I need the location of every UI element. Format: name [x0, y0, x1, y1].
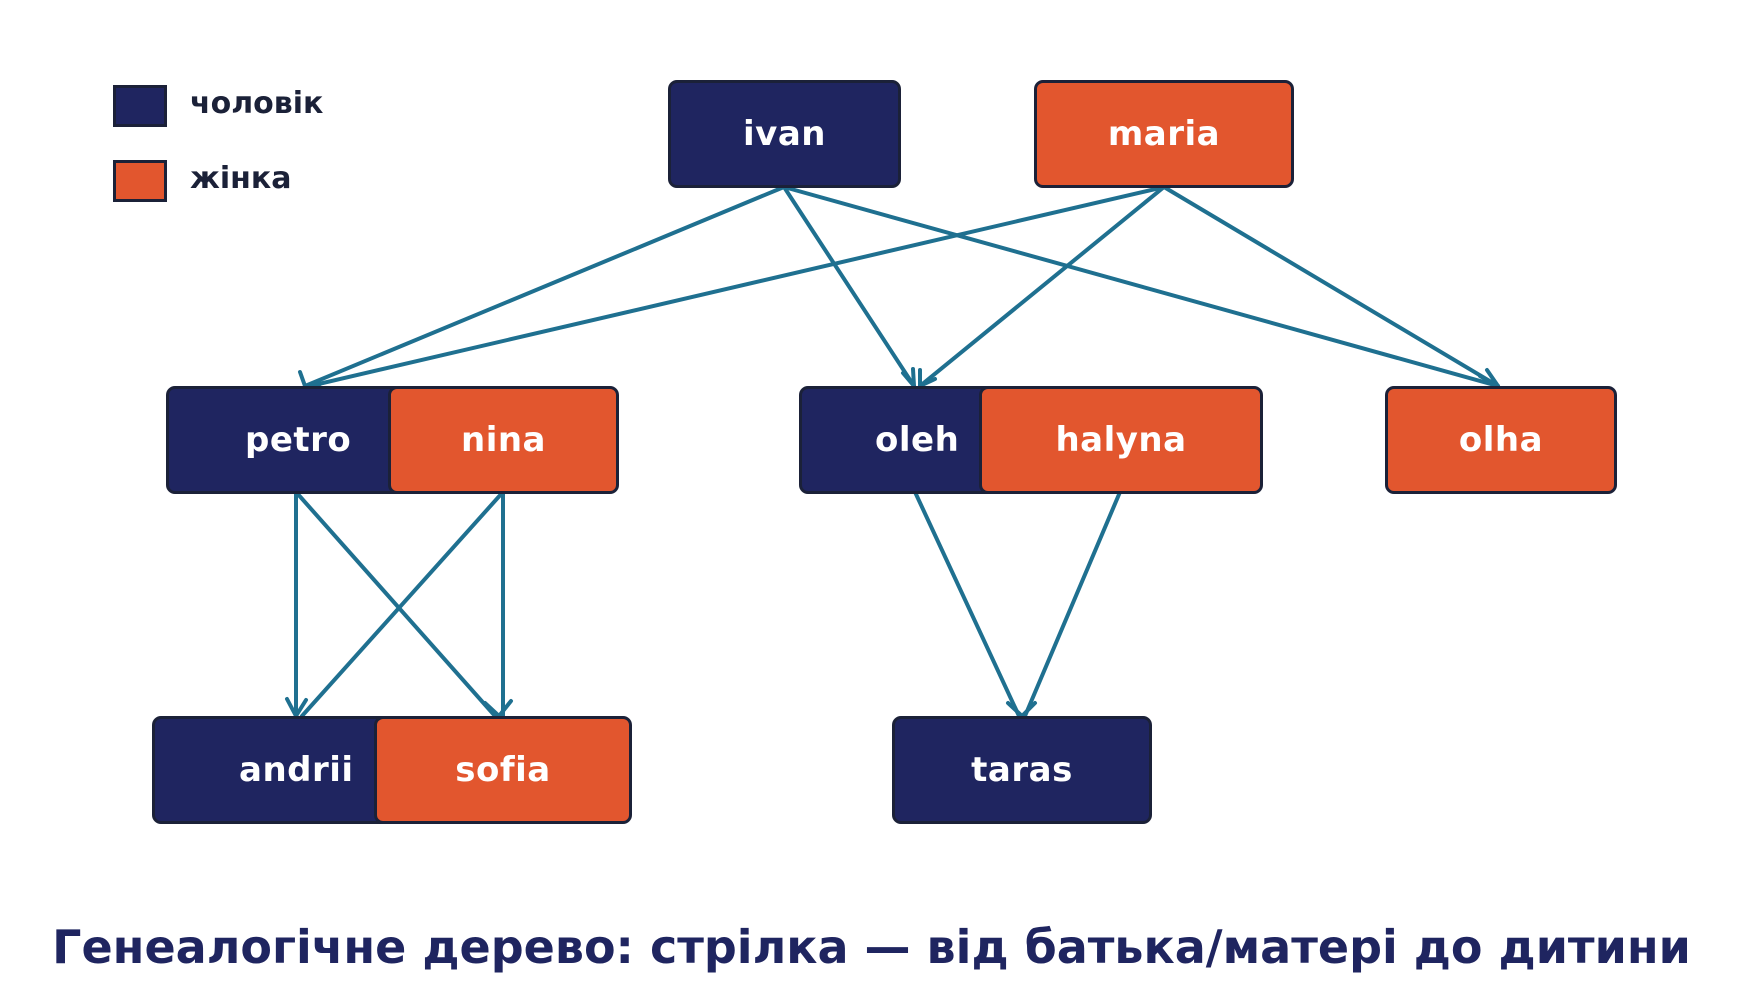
edge-maria-petro	[308, 185, 1166, 388]
arrowhead-sofia	[483, 699, 513, 718]
node-nina: nina	[388, 386, 619, 494]
node-label: maria	[1107, 114, 1221, 154]
edge-halyna-taras	[1023, 490, 1122, 718]
node-label: taras	[971, 750, 1073, 790]
legend-female-swatch	[113, 160, 167, 202]
node-taras: taras	[892, 716, 1152, 824]
legend-male-label: чоловік	[190, 86, 324, 121]
node-maria: maria	[1034, 80, 1294, 188]
node-halyna: halyna	[979, 386, 1263, 494]
edge-nina-andrii	[300, 490, 505, 718]
edge-maria-oleh	[918, 185, 1166, 388]
edge-ivan-oleh	[782, 185, 916, 388]
node-label: sofia	[455, 750, 551, 790]
edge-maria-olha	[1162, 185, 1500, 388]
node-label: petro	[245, 420, 352, 460]
node-label: ivan	[743, 114, 826, 154]
diagram-caption: Генеалогічне дерево: стрілка — від батьк…	[52, 920, 1691, 974]
node-label: halyna	[1055, 420, 1187, 460]
legend-female-label: жінка	[190, 161, 292, 196]
edge-petro-sofia	[294, 490, 497, 718]
node-olha: olha	[1385, 386, 1617, 494]
node-label: oleh	[875, 420, 960, 460]
node-label: olha	[1458, 420, 1544, 460]
node-label: andrii	[239, 750, 354, 790]
node-sofia: sofia	[374, 716, 632, 824]
edge-ivan-petro	[303, 185, 786, 388]
edge-oleh-taras	[913, 490, 1021, 718]
node-ivan: ivan	[668, 80, 901, 188]
node-label: nina	[460, 420, 546, 460]
arrowhead-taras	[1006, 701, 1037, 718]
edge-ivan-olha	[782, 185, 1500, 388]
legend-male-swatch	[113, 85, 167, 127]
node-petro: petro	[166, 386, 428, 494]
